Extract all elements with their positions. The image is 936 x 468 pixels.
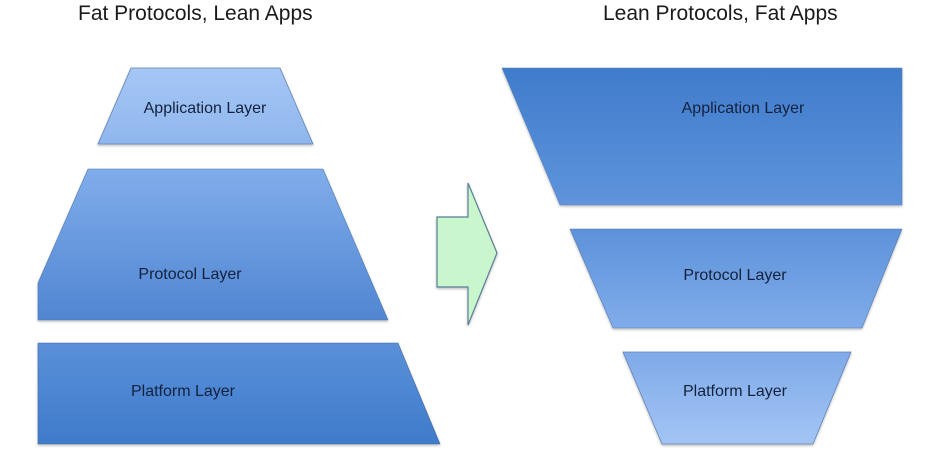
right-platform-layer: Platform Layer [622,351,852,445]
right-application-layer-label: Application Layer [682,100,805,117]
left-application-layer: Application Layer [97,67,314,145]
right-application-layer: Application Layer [501,67,903,206]
right-protocol-layer-label: Protocol Layer [683,267,787,284]
left-protocol-layer-label: Protocol Layer [138,266,242,283]
left-platform-layer-label: Platform Layer [131,383,236,400]
left-protocol-layer: Protocol Layer [37,168,389,321]
left-application-layer-label: Application Layer [144,100,267,117]
title-fat-protocols: Fat Protocols, Lean Apps [78,2,313,25]
right-arrow-icon [436,182,498,326]
left-platform-layer: Platform Layer [37,342,441,445]
right-platform-layer-label: Platform Layer [683,383,788,400]
right-protocol-layer: Protocol Layer [569,228,903,329]
title-lean-protocols: Lean Protocols, Fat Apps [603,2,838,25]
